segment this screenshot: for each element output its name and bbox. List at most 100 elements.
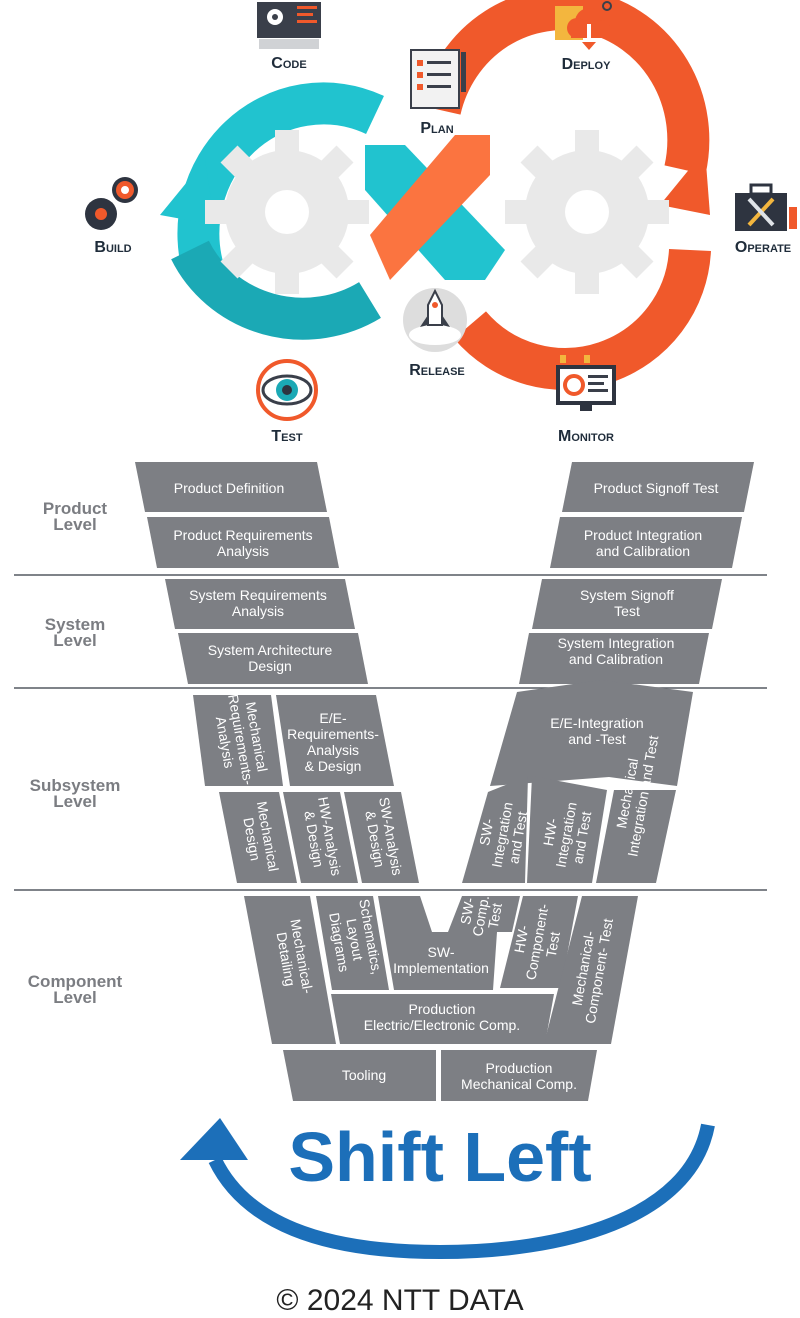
level-label-system: System Level: [45, 615, 105, 650]
shift-left-arrow: [180, 1118, 715, 1260]
svg-text:Component: Component: [28, 972, 123, 991]
stage-label-plan: Plan: [420, 120, 453, 137]
box-ee-integration: E/E-Integration and -Test: [490, 680, 693, 786]
box-system-requirements: System Requirements Analysis: [165, 579, 355, 629]
box-ee-requirements: E/E- Requirements- Analysis & Design: [276, 695, 394, 786]
box-sw-implementation: SW- Implementation: [378, 896, 497, 990]
monitor-dashboard-icon: [556, 355, 616, 411]
stage-label-code: Code: [271, 55, 306, 72]
svg-text:E/E-: E/E-: [319, 710, 347, 726]
svg-text:Design: Design: [248, 658, 292, 674]
left-gear: [205, 130, 369, 294]
right-gear: [505, 130, 669, 294]
svg-text:Subsystem: Subsystem: [30, 776, 121, 795]
box-system-architecture: System Architecture Design: [178, 633, 368, 684]
shift-left-arrowhead: [180, 1118, 248, 1160]
svg-text:System Integration: System Integration: [558, 635, 675, 651]
svg-text:System Architecture: System Architecture: [208, 642, 333, 658]
stage-label-test: Test: [271, 428, 302, 445]
box-system-signoff-test: System Signoff Test: [532, 579, 722, 629]
svg-text:and -Test: and -Test: [568, 731, 626, 747]
stage-label-release: Release: [409, 362, 465, 379]
box-sw-analysis: SW-Analysis & Design: [344, 792, 419, 883]
code-editor-icon: [257, 2, 321, 49]
stage-label-build: Build: [94, 239, 131, 256]
svg-text:Product Signoff Test: Product Signoff Test: [594, 480, 719, 496]
cloud-upload-icon: [555, 1, 612, 50]
stage-label-deploy: Deploy: [562, 56, 612, 73]
svg-text:Level: Level: [53, 631, 96, 650]
box-product-signoff-test: Product Signoff Test: [562, 462, 754, 512]
svg-text:SW-: SW-: [457, 896, 477, 926]
box-production-mechanical: Production Mechanical Comp.: [441, 1050, 597, 1101]
box-production-ee: Production Electric/Electronic Comp.: [331, 994, 554, 1044]
box-mechanical-detailing: Mechanical- Detailing: [244, 896, 336, 1044]
level-label-subsystem: Subsystem Level: [30, 776, 121, 811]
box-mechanical-design: Mechanical Design: [219, 792, 297, 883]
svg-text:Production: Production: [409, 1001, 476, 1017]
svg-text:E/E-Integration: E/E-Integration: [550, 715, 643, 731]
copyright-notice: © 2024 NTT DATA: [276, 1284, 524, 1317]
left-loop-arc-lower: [171, 240, 381, 340]
box-hw-integration: HW- Integration and Test: [527, 776, 607, 883]
box-schematics: Schematics, Layout Diagrams: [316, 896, 389, 990]
svg-text:and Calibration: and Calibration: [596, 543, 690, 559]
eye-target-icon: [256, 359, 318, 421]
box-hw-analysis: HW-Analysis & Design: [283, 792, 358, 883]
box-mechanical-requirements: Mechanical Requirements- Analysis: [193, 693, 283, 786]
svg-text:Analysis: Analysis: [217, 543, 269, 559]
box-sw-integration: SW- Integration and Test: [462, 776, 530, 883]
svg-text:Product: Product: [43, 499, 108, 518]
svg-text:Test: Test: [614, 603, 640, 619]
svg-text:Mechanical Comp.: Mechanical Comp.: [461, 1076, 577, 1092]
box-sw-comp-test: SW- Comp.- Test: [448, 889, 520, 937]
svg-text:Tooling: Tooling: [342, 1067, 386, 1083]
svg-text:Analysis: Analysis: [307, 742, 359, 758]
svg-text:Comp.-: Comp.-: [469, 889, 493, 937]
box-product-requirements: Product Requirements Analysis: [147, 517, 339, 568]
svg-text:Test: Test: [543, 930, 563, 958]
box-product-integration: Product Integration and Calibration: [550, 517, 742, 568]
crossing-band-orange: [370, 135, 490, 280]
svg-text:Product Integration: Product Integration: [584, 527, 702, 543]
box-mechanical-component-test: Mechanical- Component- Test: [544, 896, 638, 1044]
svg-text:Requirements-: Requirements-: [287, 726, 379, 742]
svg-text:Level: Level: [53, 515, 96, 534]
svg-text:Product Definition: Product Definition: [174, 480, 285, 496]
svg-text:SW-: SW-: [428, 944, 455, 960]
level-label-component: Component Level: [28, 972, 123, 1007]
svg-text:Design: Design: [240, 816, 263, 862]
box-tooling: Tooling: [283, 1050, 436, 1101]
level-label-product: Product Level: [43, 499, 108, 534]
rocket-icon: [403, 288, 467, 352]
checklist-document-icon: [410, 49, 466, 109]
box-hw-component-test: HW- Component- Test: [500, 896, 578, 988]
right-loop-arc-lower: [454, 248, 711, 390]
svg-text:HW-: HW-: [540, 817, 561, 847]
svg-text:System: System: [45, 615, 105, 634]
right-arrow-head: [660, 150, 710, 215]
devops-infinity-loop: [160, 0, 711, 390]
svg-text:Level: Level: [53, 792, 96, 811]
svg-text:Product Requirements: Product Requirements: [173, 527, 312, 543]
svg-text:Test: Test: [485, 902, 505, 930]
svg-text:HW-: HW-: [511, 924, 532, 954]
svg-text:Analysis: Analysis: [232, 603, 284, 619]
svg-text:Level: Level: [53, 988, 96, 1007]
shift-left-label: Shift Left: [288, 1118, 591, 1196]
svg-text:System Requirements: System Requirements: [189, 587, 327, 603]
stage-label-operate: Operate: [735, 239, 791, 256]
svg-text:Production: Production: [486, 1060, 553, 1076]
svg-text:SW-: SW-: [476, 817, 496, 847]
svg-text:and Calibration: and Calibration: [569, 651, 663, 667]
svg-text:& Design: & Design: [305, 758, 362, 774]
svg-text:System Signoff: System Signoff: [580, 587, 674, 603]
box-system-integration: System Integration and Calibration: [519, 633, 709, 684]
stage-label-monitor: Monitor: [558, 428, 614, 445]
box-product-definition: Product Definition: [135, 462, 327, 512]
svg-text:Implementation: Implementation: [393, 960, 489, 976]
left-arrow-head: [160, 160, 215, 225]
svg-text:Electric/Electronic Comp.: Electric/Electronic Comp.: [364, 1017, 520, 1033]
left-loop-arc: [177, 82, 384, 282]
